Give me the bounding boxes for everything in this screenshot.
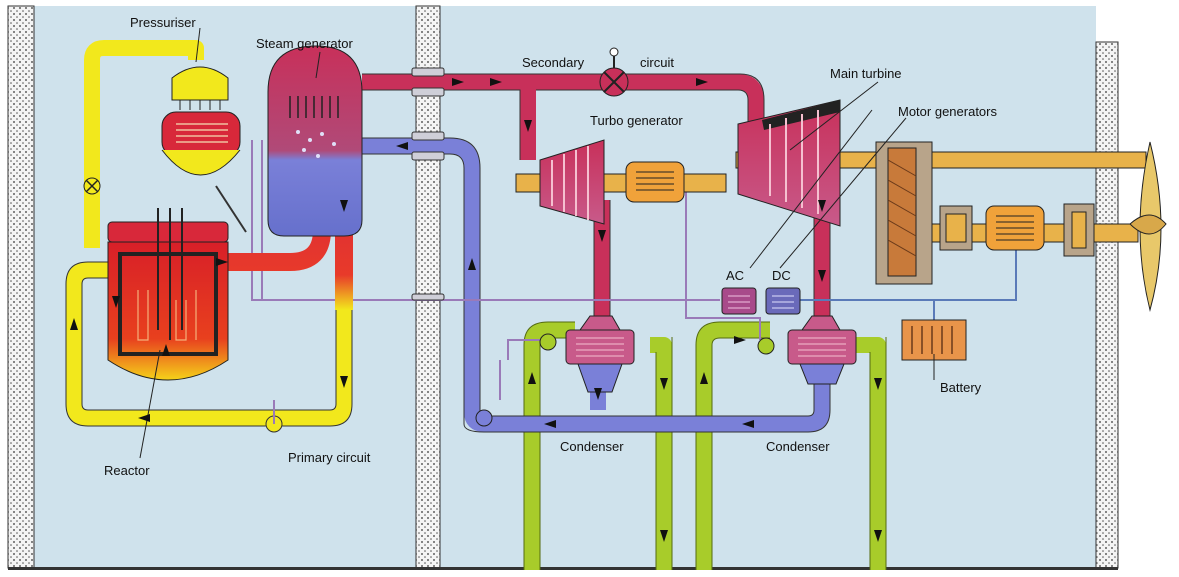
label-reactor: Reactor — [104, 463, 150, 478]
label-pressuriser: Pressuriser — [130, 15, 196, 30]
condenser-left-unit — [565, 315, 635, 393]
label-condenser-left: Condenser — [560, 439, 624, 454]
propeller — [1129, 141, 1167, 312]
condenser-right-unit — [787, 315, 857, 385]
bulkhead — [415, 5, 441, 569]
hull-wall-left — [7, 5, 35, 569]
battery — [901, 319, 967, 361]
label-circuit: circuit — [640, 55, 674, 70]
label-ac: AC — [726, 268, 744, 283]
pressuriser — [161, 66, 241, 176]
label-steam-generator: Steam generator — [256, 36, 354, 51]
label-main-turbine: Main turbine — [830, 66, 902, 81]
propulsion-motor — [985, 205, 1045, 251]
cooling-water-pipes — [524, 322, 886, 570]
label-condenser-right: Condenser — [766, 439, 830, 454]
thrust-bearing — [1063, 203, 1095, 257]
label-primary-circuit: Primary circuit — [288, 450, 371, 465]
label-dc: DC — [772, 268, 791, 283]
label-secondary: Secondary — [522, 55, 585, 70]
leader-lines — [139, 27, 935, 459]
label-motor-generators: Motor generators — [898, 104, 997, 119]
ac-motor-generator — [721, 287, 757, 315]
hull-wall-right — [1095, 41, 1119, 569]
electrical-lines — [800, 250, 1017, 320]
steam-generator — [267, 45, 363, 237]
cooling-pump-right — [757, 337, 775, 355]
label-battery: Battery — [940, 380, 982, 395]
cooling-pump-left — [539, 333, 557, 351]
label-turbo-generator: Turbo generator — [590, 113, 683, 128]
right-hull-compartment — [440, 6, 1096, 568]
control-lines — [251, 140, 761, 400]
clutch — [939, 205, 973, 251]
cooling-pipe-outline — [523, 321, 887, 570]
reduction-gearbox — [875, 141, 933, 285]
bulkhead-flanges — [411, 67, 445, 301]
dc-motor-generator — [765, 287, 801, 315]
turbo-generator — [625, 161, 685, 203]
secondary-circuit-valve — [599, 47, 629, 97]
flow-arrows — [70, 78, 882, 542]
feed-pump — [475, 409, 493, 427]
turbo-generator-turbine — [539, 139, 605, 225]
